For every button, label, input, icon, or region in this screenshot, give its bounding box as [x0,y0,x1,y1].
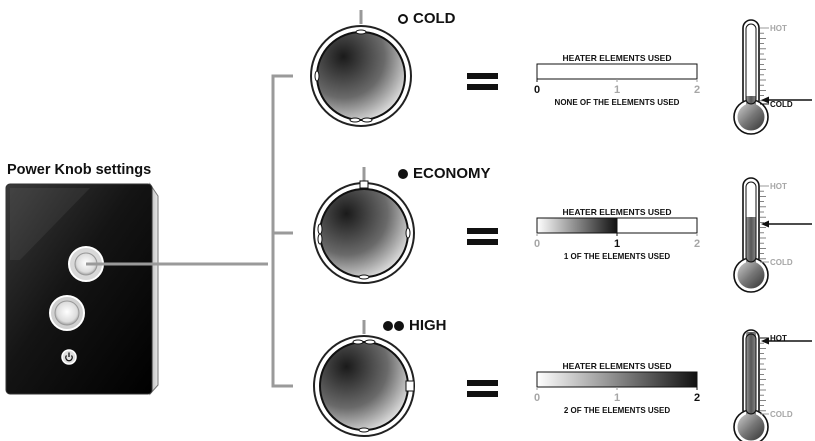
thermometer-bulb [737,103,765,131]
knob-dial-cold [310,10,412,127]
knob-dial-economy [313,167,415,284]
thermometer-level [746,332,756,418]
thermometer-hot-label: HOT [770,334,787,343]
thermometer-bulb [737,261,765,289]
thermometers: HOT COLD HOT COLD HOT COLD [733,19,812,441]
bar-tick-label: 1 [614,392,620,404]
setting-label-cold: COLD [398,10,456,27]
arrow-left-icon [761,96,812,104]
thermometer-bulb [737,413,765,441]
bar-tick-label: 1 [614,84,620,96]
bar-title: HEATER ELEMENTS USED [563,361,672,371]
thermometer-hot-label: HOT [770,24,787,33]
setting-label-economy: ECONOMY [398,165,491,182]
filled-dot-icon [398,168,408,179]
bar-caption: NONE OF THE ELEMENTS USED [555,98,680,107]
bar-tick-label: 0 [534,238,540,250]
thermometer-level [746,96,756,108]
setting-name: ECONOMY [413,165,491,182]
arrow-left-icon [761,337,812,345]
bar-fill [536,371,698,388]
thermometer-level [746,217,756,266]
bar-tick-label: 0 [534,84,540,96]
arrow-left-icon [761,220,812,228]
setting-name: HIGH [409,317,447,334]
control-panel [5,182,159,396]
thermometer-hot-label: HOT [770,182,787,191]
thermometer: HOT COLD [733,329,812,441]
heater-elements-bar: HEATER ELEMENTS USED 0 1 2 1 OF THE ELEMENTS… [534,207,700,261]
page-title: Power Knob settings [7,162,152,178]
knob-dial-high [313,320,415,437]
bar-caption: 2 OF THE ELEMENTS USED [564,406,670,415]
bar-caption: 1 OF THE ELEMENTS USED [564,252,670,261]
temperature-knob-icon [49,295,85,331]
setting-label-high: HIGH [383,317,447,334]
bar-fill [536,217,618,234]
bar-tick-label: 1 [614,238,620,250]
bar-title: HEATER ELEMENTS USED [563,53,672,63]
bar-frame [536,63,698,80]
thermometer-cold-label: COLD [770,100,793,109]
equals-sign [467,73,498,397]
bar-title: HEATER ELEMENTS USED [563,207,672,217]
power-button-icon [61,349,77,365]
bar-tick-label: 2 [694,84,700,96]
bar-tick-label: 2 [694,392,700,404]
thermometer: HOT COLD [733,177,812,293]
thermometer-cold-label: COLD [770,258,793,267]
thermometer-cold-label: COLD [770,410,793,419]
two-dots-icon [383,320,404,331]
thermometer: HOT COLD [733,19,812,135]
setting-name: COLD [413,10,456,27]
bar-tick-label: 0 [534,392,540,404]
connector-lines [86,74,293,388]
heater-elements-bar: HEATER ELEMENTS USED 0 1 2 2 OF THE ELEMENTS… [534,361,700,415]
bar-tick-label: 2 [694,238,700,250]
open-dot-icon [398,13,408,24]
